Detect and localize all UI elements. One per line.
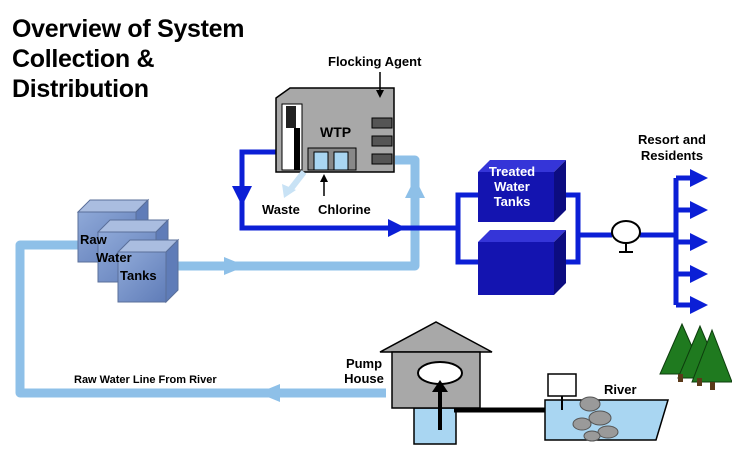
diagram-title: Overview of System Collection & Distribu… xyxy=(12,14,245,104)
chlorine-label: Chlorine xyxy=(318,202,371,217)
waste-label: Waste xyxy=(262,202,300,217)
raw-water-line-label: Raw Water Line From River xyxy=(74,374,217,386)
title-line-2: Collection & xyxy=(12,45,155,73)
title-line-1: Overview of System xyxy=(12,15,245,43)
pump-label-line-2: House xyxy=(344,371,384,386)
flocking-agent-arrow xyxy=(376,72,384,98)
raw-line-arrow-left xyxy=(258,384,280,402)
wtp-building xyxy=(275,87,395,173)
raw-tank-label-2: Water xyxy=(96,250,132,265)
raw-line-arrow-right xyxy=(224,257,246,275)
raw-water-tanks xyxy=(76,198,180,304)
treated-label-line-1: Treated xyxy=(488,164,536,179)
raw-tank-label-1: Raw xyxy=(80,232,107,247)
resort-label-line-2: Residents xyxy=(640,148,704,163)
wtp-label: WTP xyxy=(320,124,352,140)
treated-arrow-down xyxy=(232,186,252,206)
distribution-pump-icon xyxy=(611,220,641,253)
distribution-arrows xyxy=(690,169,708,314)
river-label: River xyxy=(604,382,637,397)
raw-line-arrow-up xyxy=(405,178,425,198)
treated-water-tanks xyxy=(478,160,566,295)
treated-tanks-label: Treated Water Tanks xyxy=(480,164,544,209)
pump-house xyxy=(379,321,493,445)
pump-label-line-1: Pump xyxy=(345,356,383,371)
treated-label-line-3: Tanks xyxy=(493,194,531,209)
waste-arrow xyxy=(282,170,307,198)
treated-arrow-right xyxy=(388,219,406,237)
raw-tank-label-3: Tanks xyxy=(120,268,157,283)
title-line-3: Distribution xyxy=(12,75,149,103)
treated-label-line-2: Water xyxy=(494,179,530,194)
pump-house-label: Pump House xyxy=(340,356,388,386)
river-rocks xyxy=(572,396,619,442)
flocking-agent-label: Flocking Agent xyxy=(328,54,422,69)
chlorine-arrow xyxy=(320,174,328,196)
tree-icon xyxy=(659,322,732,390)
resort-label-line-1: Resort and xyxy=(638,132,706,147)
resort-label: Resort and Residents xyxy=(624,132,720,164)
